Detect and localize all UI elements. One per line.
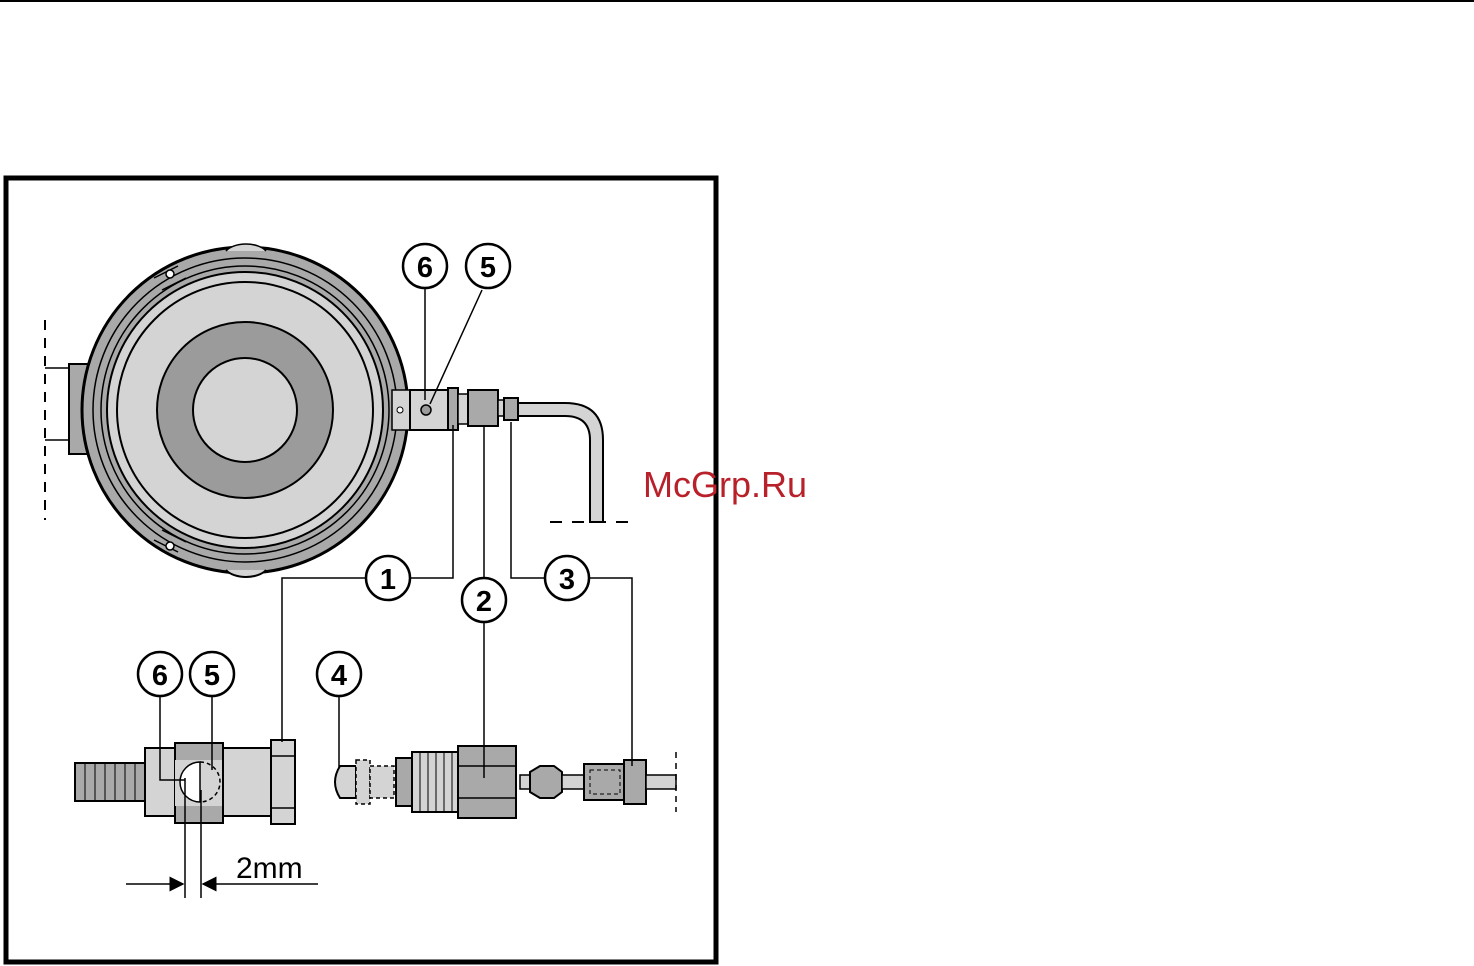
callout-3: 3 — [559, 564, 575, 596]
assembled-fitting — [410, 388, 630, 522]
callout-4: 4 — [331, 660, 347, 692]
callout-5-bottom: 5 — [204, 660, 220, 692]
callout-6-bottom: 6 — [152, 660, 168, 692]
exploded-fitting-view — [75, 740, 676, 824]
callout-2: 2 — [476, 586, 492, 618]
watermark: McGrp.Ru — [643, 464, 807, 505]
callout-1: 1 — [380, 564, 396, 596]
dimension-label: 2mm — [236, 852, 303, 885]
callout-6-top: 6 — [417, 252, 433, 284]
callout-5-top: 5 — [480, 252, 496, 284]
cylinder-top-view — [45, 244, 410, 577]
